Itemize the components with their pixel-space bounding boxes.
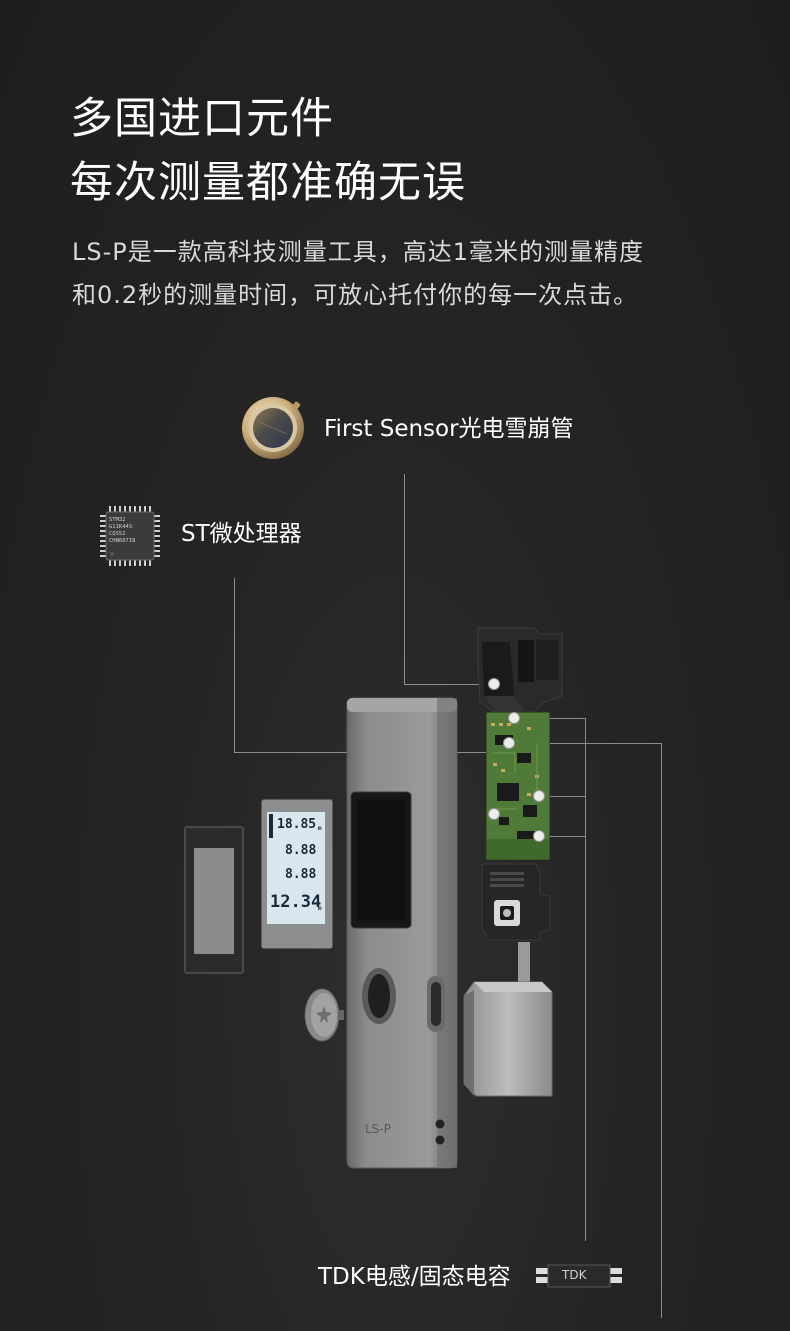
laser-module bbox=[474, 626, 564, 714]
description-line-1: LS-P是一款高科技测量工具，高达1毫米的测量精度 bbox=[72, 238, 645, 266]
component-marker-dot-2 bbox=[533, 790, 545, 802]
capacitor-leader-1 bbox=[520, 718, 586, 719]
capacitor-leader-vertical bbox=[585, 718, 586, 1241]
chip-marking: STM32 G11K44S CQS52 CHN607I8 bbox=[109, 517, 136, 544]
component-marker-dot-3 bbox=[488, 808, 500, 820]
flex-cable bbox=[518, 942, 530, 986]
lcd-unit-1: m bbox=[318, 825, 322, 832]
device-body: LS-P bbox=[345, 696, 459, 1170]
processor-marker-dot bbox=[503, 737, 515, 749]
photodiode-leader-vertical bbox=[404, 474, 405, 684]
tdk-capacitor-icon: TDK bbox=[536, 1262, 622, 1290]
processor-leader-vertical bbox=[234, 578, 235, 752]
lcd-panel: 18.85 m 8.88 8.88 12.34 m bbox=[261, 799, 333, 949]
processor-label: ST微处理器 bbox=[181, 521, 302, 547]
component-marker-dot-4 bbox=[533, 830, 545, 842]
lcd-row-4: 12.34 bbox=[270, 892, 322, 912]
capacitor-leader-far-vertical bbox=[661, 743, 662, 1318]
button-module bbox=[480, 860, 552, 944]
tdk-marking: TDK bbox=[562, 1268, 587, 1282]
clear-cover-panel bbox=[184, 826, 244, 974]
lcd-row-1: 18.85 bbox=[277, 817, 317, 832]
lcd-row-3: 8.88 bbox=[285, 867, 317, 882]
capacitor-leader-4 bbox=[510, 743, 662, 744]
battery-indicator-icon bbox=[269, 814, 273, 838]
capacitor-label: TDK电感/固态电容 bbox=[318, 1264, 511, 1290]
microprocessor-chip-icon: STM32 G11K44S CQS52 CHN607I8 bbox=[100, 506, 160, 566]
round-button-cap bbox=[304, 988, 344, 1042]
cover-window bbox=[194, 848, 234, 954]
component-marker-dot-1 bbox=[508, 712, 520, 724]
battery bbox=[462, 980, 554, 1098]
lcd-unit-4: m bbox=[318, 905, 322, 912]
capacitor-leader-3 bbox=[540, 836, 586, 837]
device-model-label: LS-P bbox=[365, 1122, 391, 1136]
lcd-screen: 18.85 m 8.88 8.88 12.34 m bbox=[267, 812, 325, 924]
photodiode-marker-dot bbox=[488, 678, 500, 690]
photodiode-label: First Sensor光电雪崩管 bbox=[324, 416, 574, 442]
photodiode-leader-horizontal bbox=[404, 684, 494, 685]
headline-line-2: 每次测量都准确无误 bbox=[70, 158, 466, 208]
headline-line-1: 多国进口元件 bbox=[70, 94, 334, 144]
capacitor-leader-2 bbox=[540, 796, 586, 797]
description-line-2: 和0.2秒的测量时间，可放心托付你的每一次点击。 bbox=[72, 281, 639, 309]
lcd-row-2: 8.88 bbox=[285, 843, 317, 858]
photodiode-icon bbox=[241, 396, 305, 460]
